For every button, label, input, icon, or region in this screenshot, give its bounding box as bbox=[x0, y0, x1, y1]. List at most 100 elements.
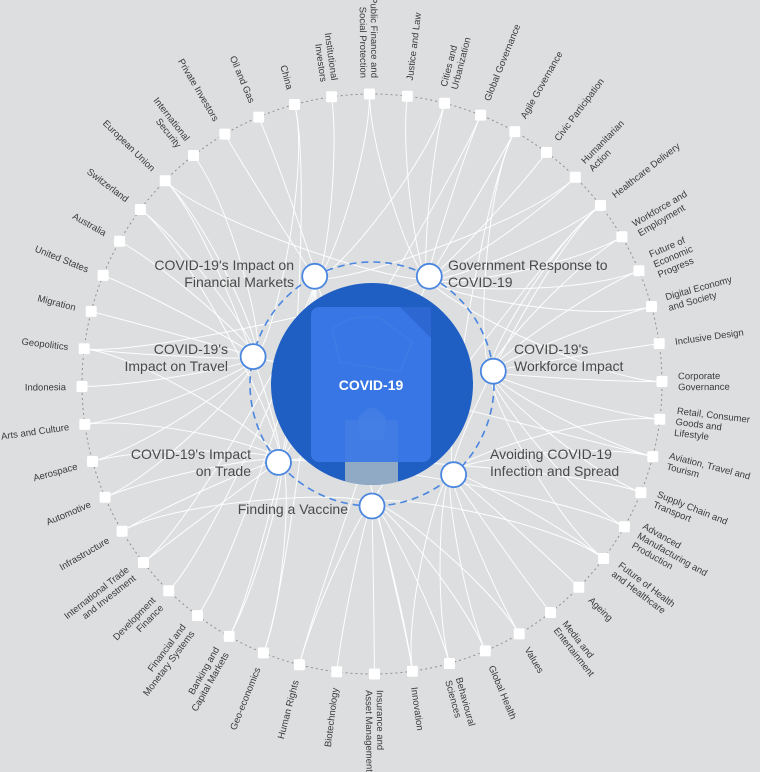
outer-node[interactable]: Indonesia bbox=[25, 381, 88, 394]
inner-node-finding-vaccine[interactable]: Finding a Vaccine bbox=[238, 492, 386, 520]
center-card bbox=[311, 307, 431, 462]
outer-node[interactable]: BehaviouralSciences bbox=[442, 658, 477, 730]
outer-node-label-line: Social Protection bbox=[357, 7, 369, 78]
inner-node-label-line: Workforce Impact bbox=[514, 358, 624, 374]
outer-node[interactable]: InternationalSecurity bbox=[142, 96, 199, 161]
inner-node-dot bbox=[301, 262, 329, 290]
inner-node-label-line: COVID-19's Impact on bbox=[154, 257, 294, 273]
outer-node[interactable]: Future ofEconomicProgress bbox=[633, 234, 699, 281]
outer-node-label-line: Geopolitics bbox=[21, 337, 69, 354]
outer-node-label: China bbox=[277, 64, 294, 92]
outer-node[interactable]: Oil and Gas bbox=[227, 54, 265, 123]
outer-node-label-line: Australia bbox=[70, 211, 108, 239]
link-line bbox=[427, 114, 482, 279]
outer-node[interactable]: Public Finance andSocial Protection bbox=[357, 0, 380, 100]
link-line bbox=[410, 473, 454, 672]
link-line bbox=[164, 180, 281, 463]
outer-node-label-line: Governance bbox=[678, 382, 730, 393]
center-label: COVID-19 bbox=[339, 377, 404, 393]
outer-node[interactable]: Global Governance bbox=[475, 23, 523, 121]
link-line bbox=[84, 275, 430, 350]
inner-node-label-line: Infection and Spread bbox=[490, 463, 619, 479]
outer-node-label: Biotechnology bbox=[323, 687, 341, 748]
outer-node[interactable]: Global Health bbox=[479, 645, 519, 721]
center-node[interactable]: COVID-19 bbox=[271, 283, 473, 486]
outer-node[interactable]: Infrastructure bbox=[58, 525, 128, 574]
inner-node-label-line: on Trade bbox=[196, 463, 251, 479]
outer-node-label: BehaviouralSciences bbox=[442, 676, 477, 730]
outer-node[interactable]: China bbox=[277, 64, 300, 110]
outer-node[interactable]: Geo-economics bbox=[228, 647, 269, 732]
inner-node-dot bbox=[440, 461, 468, 489]
outer-node-label: Switzerland bbox=[84, 167, 130, 205]
outer-node-label: Migration bbox=[36, 293, 77, 313]
inner-node-dot bbox=[358, 492, 386, 520]
outer-node-label: Arts and Culture bbox=[0, 422, 70, 442]
outer-node[interactable]: United States bbox=[33, 244, 109, 281]
outer-node[interactable]: Arts and Culture bbox=[0, 418, 91, 443]
outer-node-label: Digital Economyand Society bbox=[664, 274, 736, 314]
outer-node-label-line: Inclusive Design bbox=[674, 327, 744, 348]
outer-node-label-line: Migration bbox=[36, 293, 77, 313]
inner-node-label-line: Avoiding COVID-19 bbox=[490, 446, 612, 462]
outer-node[interactable]: Retail, ConsumerGoods andLifestyle bbox=[654, 406, 750, 448]
outer-node-label-line: Healthcare Delivery bbox=[610, 141, 682, 201]
outer-node[interactable]: Aviation, Travel andTourism bbox=[647, 451, 751, 493]
outer-node[interactable]: Australia bbox=[70, 211, 126, 247]
link-line bbox=[369, 93, 430, 279]
inner-node-dot bbox=[415, 262, 443, 290]
outer-node[interactable]: Media andEntertainment bbox=[545, 607, 605, 679]
outer-node-label: Retail, ConsumerGoods andLifestyle bbox=[674, 406, 751, 448]
outer-node-label: Insurance andAsset Management bbox=[363, 690, 386, 772]
outer-node[interactable]: Agile Governance bbox=[509, 50, 566, 138]
link-line bbox=[452, 205, 601, 476]
outer-node[interactable]: Values bbox=[513, 628, 546, 676]
outer-node-label-line: Justice and Law bbox=[405, 12, 424, 81]
outer-node[interactable]: Aerospace bbox=[32, 456, 98, 484]
outer-node-label: Global Health bbox=[486, 664, 519, 721]
outer-node-label: Indonesia bbox=[25, 382, 67, 393]
outer-node-label: Public Finance andSocial Protection bbox=[357, 0, 380, 78]
outer-node[interactable]: Cities andUrbanization bbox=[439, 34, 474, 109]
outer-node-label-line: Ageing bbox=[586, 595, 615, 624]
link-line bbox=[228, 461, 283, 637]
outer-node[interactable]: Insurance andAsset Management bbox=[363, 668, 386, 772]
link-line bbox=[450, 131, 516, 476]
outer-node[interactable]: Innovation bbox=[406, 665, 425, 732]
outer-node-label: Ageing bbox=[586, 595, 615, 624]
outer-node-label-line: Human Rights bbox=[276, 679, 302, 740]
link-line bbox=[168, 276, 316, 592]
outer-node-label: Australia bbox=[70, 211, 108, 239]
outer-node[interactable]: Geopolitics bbox=[21, 337, 90, 355]
link-line bbox=[371, 503, 375, 675]
outer-node[interactable]: HumanitarianAction bbox=[569, 118, 635, 183]
outer-node[interactable]: Human Rights bbox=[276, 659, 305, 740]
outer-node[interactable]: Migration bbox=[36, 293, 97, 317]
outer-node-label: DevelopmentFinance bbox=[111, 595, 166, 651]
outer-node[interactable]: Workforce andEmployment bbox=[616, 189, 694, 243]
outer-node-label: Media andEntertainment bbox=[551, 619, 605, 679]
outer-node-label-line: Asset Management bbox=[363, 690, 375, 772]
link-line bbox=[449, 473, 486, 652]
outer-node-label: Aviation, Travel andTourism bbox=[665, 451, 751, 493]
outer-node[interactable]: Biotechnology bbox=[323, 666, 343, 748]
inner-node-label-line: COVID-19's Impact bbox=[131, 446, 251, 462]
link-line bbox=[428, 131, 516, 279]
outer-node[interactable]: Inclusive Design bbox=[653, 327, 745, 350]
outer-node-label-line: Aerospace bbox=[32, 461, 79, 484]
outer-node[interactable]: Justice and Law bbox=[401, 12, 424, 102]
outer-node[interactable]: Automotive bbox=[45, 491, 111, 528]
outer-node[interactable]: Switzerland bbox=[84, 167, 146, 215]
outer-node[interactable]: Ageing bbox=[573, 581, 615, 624]
outer-node[interactable]: InstitutionalInvestors bbox=[311, 32, 340, 103]
